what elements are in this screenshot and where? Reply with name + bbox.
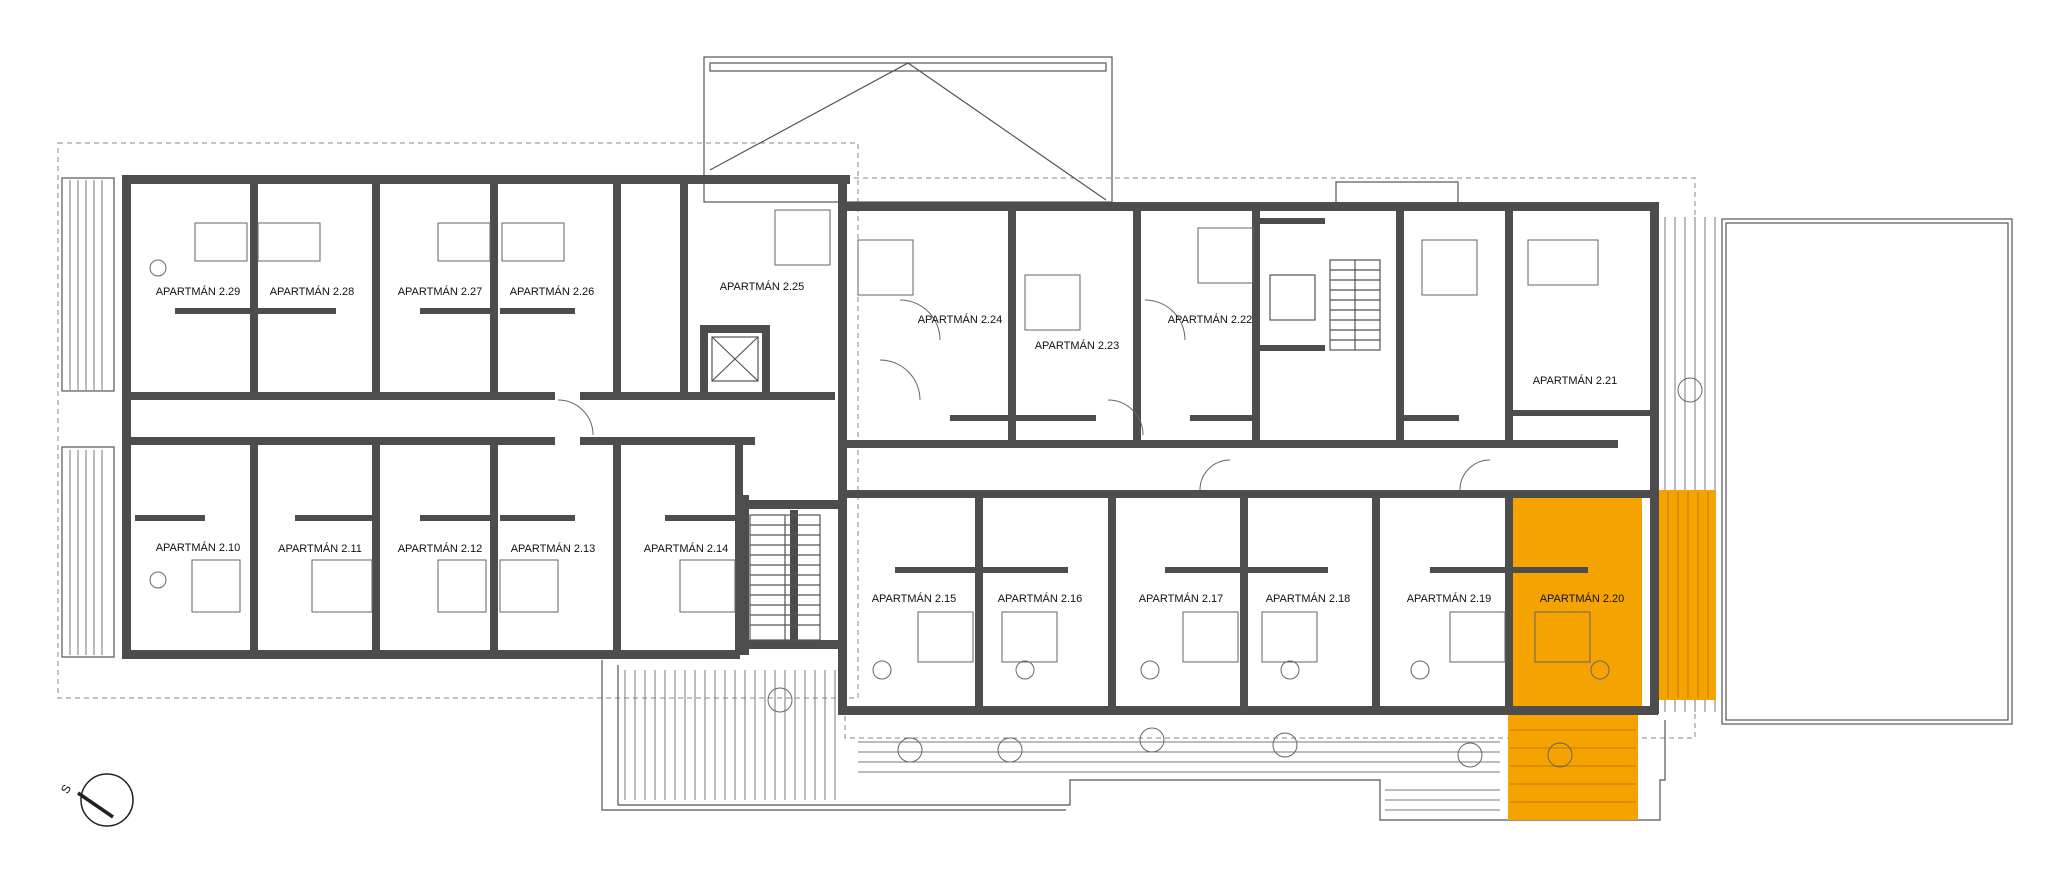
label-apt-2-12: APARTMÁN 2.12 xyxy=(398,542,483,555)
apartment-2-20-highlight xyxy=(1508,490,1716,820)
label-apt-2-15: APARTMÁN 2.15 xyxy=(872,592,957,605)
north-arrow-icon: S xyxy=(58,773,134,827)
apartment-labels: APARTMÁN 2.29 APARTMÁN 2.28 APARTMÁN 2.2… xyxy=(156,280,1625,605)
label-apt-2-24: APARTMÁN 2.24 xyxy=(918,313,1003,326)
label-apt-2-20: APARTMÁN 2.20 xyxy=(1540,592,1625,605)
label-apt-2-11: APARTMÁN 2.11 xyxy=(278,542,362,555)
left-balcony-hatch xyxy=(69,180,103,655)
stair-top xyxy=(1329,259,1381,351)
label-apt-2-14: APARTMÁN 2.14 xyxy=(644,542,729,555)
label-apt-2-23: APARTMÁN 2.23 xyxy=(1035,339,1120,352)
stair-bottom xyxy=(749,514,821,641)
label-apt-2-26: APARTMÁN 2.26 xyxy=(510,285,595,298)
label-apt-2-16: APARTMÁN 2.16 xyxy=(998,592,1083,605)
compass-letter: S xyxy=(58,782,74,796)
label-apt-2-25: APARTMÁN 2.25 xyxy=(720,280,805,293)
label-apt-2-21: APARTMÁN 2.21 xyxy=(1533,374,1618,387)
label-apt-2-27: APARTMÁN 2.27 xyxy=(398,285,483,298)
label-apt-2-19: APARTMÁN 2.19 xyxy=(1407,592,1492,605)
label-apt-2-17: APARTMÁN 2.17 xyxy=(1139,592,1224,605)
label-apt-2-13: APARTMÁN 2.13 xyxy=(511,542,596,555)
furniture xyxy=(149,209,1703,768)
building-walls xyxy=(122,175,1659,715)
label-apt-2-28: APARTMÁN 2.28 xyxy=(270,285,355,298)
label-apt-2-22: APARTMÁN 2.22 xyxy=(1168,313,1253,326)
label-apt-2-18: APARTMÁN 2.18 xyxy=(1266,592,1351,605)
elevator xyxy=(711,274,1316,382)
label-apt-2-29: APARTMÁN 2.29 xyxy=(156,285,241,298)
label-apt-2-10: APARTMÁN 2.10 xyxy=(156,541,241,554)
